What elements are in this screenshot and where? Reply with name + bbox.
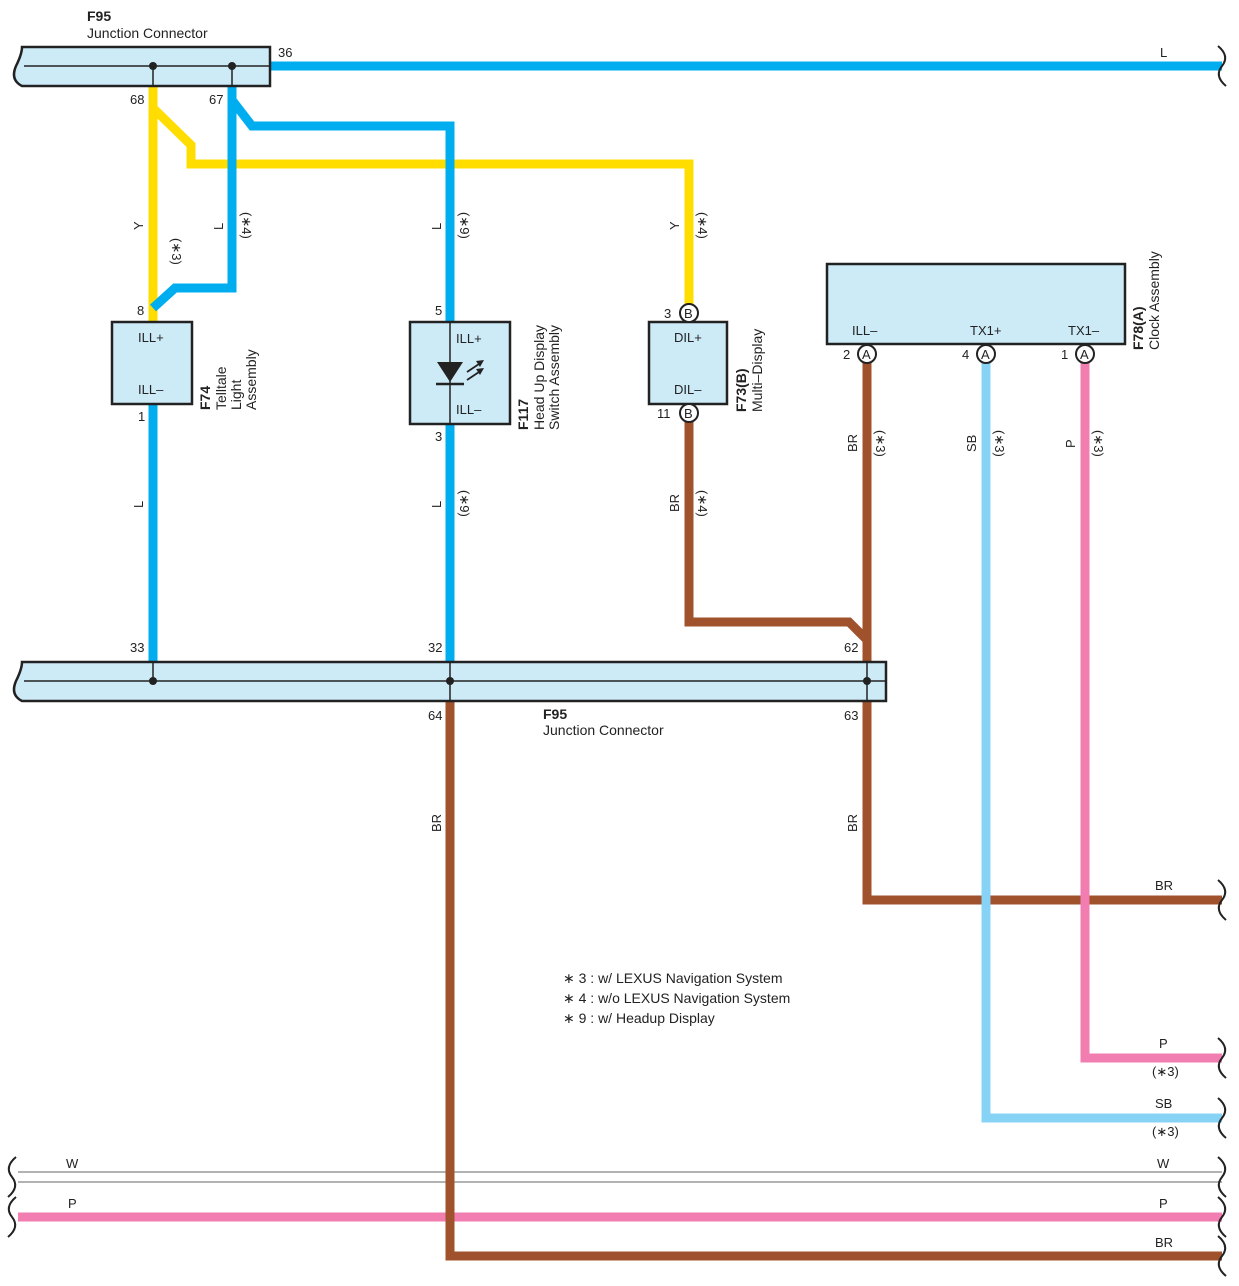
component-f73: DIL+ DIL– B B (647, 303, 729, 423)
f117-name-2: Switch Assembly (546, 325, 562, 430)
wire-l-67-f74 (149, 66, 237, 312)
f74-name-3: Assembly (243, 349, 259, 410)
wirelabel-p-left: P (68, 1196, 77, 1211)
f78-conn-letter-2: A (981, 347, 990, 362)
f117-name-1: Head Up Display (531, 325, 547, 430)
wirelabel-w-right: W (1157, 1156, 1170, 1171)
f74-pin-bottom: ILL– (138, 382, 164, 397)
f73-conn-letter-top: B (684, 306, 693, 321)
note-sb-f78: (∗3) (992, 430, 1007, 457)
wirelabel-l-67: L (211, 223, 226, 230)
pin-4: 4 (962, 347, 969, 362)
note-l-67: (∗4) (239, 212, 254, 239)
pin-11: 11 (657, 406, 671, 421)
pin-67: 67 (209, 92, 223, 107)
top-connector-id: F95 (87, 8, 111, 24)
wirelabel-p-f78: P (1063, 439, 1078, 448)
bottom-connector-name: Junction Connector (543, 722, 664, 738)
wirelabel-p-bottom-right: P (1159, 1196, 1168, 1211)
pin-2: 2 (843, 347, 850, 362)
pin-33: 33 (130, 640, 144, 655)
f73-pin-top: DIL+ (674, 330, 702, 345)
component-f117: ILL+ ILL– (408, 320, 512, 426)
legend: ∗ 3 : w/ LEXUS Navigation System ∗ 4 : w… (563, 970, 790, 1026)
legend-item-2: ∗ 4 : w/o LEXUS Navigation System (563, 990, 790, 1006)
note-br-f73: (∗4) (695, 490, 710, 517)
wirelabel-br-64: BR (429, 814, 444, 832)
wirelabel-br-f78: BR (845, 434, 860, 452)
top-junction-connector (12, 45, 272, 88)
wirelabel-p-right: P (1159, 1036, 1168, 1051)
f74-name-2: Light (228, 380, 244, 410)
f78-pin-tx1minus: TX1– (1068, 323, 1100, 338)
pin-8: 8 (137, 303, 144, 318)
f73-pin-bottom: DIL– (674, 382, 702, 397)
wirelabel-l-f117-bottom: L (429, 501, 444, 508)
note-y-f74: (∗3) (169, 238, 184, 265)
note-p-right: (∗3) (1152, 1064, 1179, 1079)
top-connector-name: Junction Connector (87, 25, 208, 41)
wirelabel-br-bottom: BR (1155, 1235, 1173, 1250)
f73-conn-letter-bottom: B (684, 406, 693, 421)
f78-conn-letter-3: A (1080, 347, 1089, 362)
note-l-f117-bottom: (∗9) (457, 490, 472, 517)
note-sb-right: (∗3) (1152, 1124, 1179, 1139)
f78-pin-tx1plus: TX1+ (970, 323, 1001, 338)
legend-item-1: ∗ 3 : w/ LEXUS Navigation System (563, 970, 782, 986)
wirelabel-l-f74-bottom: L (131, 501, 146, 508)
wire-p-f78 (1080, 362, 1222, 1063)
f74-id: F74 (197, 386, 213, 410)
pin-63: 63 (844, 708, 858, 723)
note-br-f78: (∗3) (873, 430, 888, 457)
led-icon (436, 360, 484, 386)
pin-36: 36 (278, 45, 292, 60)
pin-1: 1 (138, 409, 145, 424)
wirelabel-sb-right: SB (1155, 1096, 1172, 1111)
pin-1-f78: 1 (1061, 347, 1068, 362)
f117-pin-bottom: ILL– (456, 402, 482, 417)
f117-id: F117 (515, 399, 531, 430)
wirelabel-l-top: L (1160, 45, 1167, 60)
f73-name-1: Multi–Display (749, 329, 765, 412)
pin-3-f73: 3 (664, 306, 671, 321)
f78-id: F78(A) (1130, 306, 1146, 350)
note-p-f78: (∗3) (1091, 430, 1106, 457)
pin-64: 64 (428, 708, 442, 723)
pin-5: 5 (435, 303, 442, 318)
wire-br-64 (445, 700, 1222, 1261)
pin-68: 68 (130, 92, 144, 107)
f74-name-1: Telltale (213, 366, 229, 410)
f74-pin-top: ILL+ (138, 330, 164, 345)
wire-l-67-f117 (228, 97, 455, 322)
note-l-f117-top: (∗9) (457, 212, 472, 239)
pin-3-f117: 3 (435, 429, 442, 444)
bottom-junction-connector (12, 660, 888, 703)
pin-32: 32 (428, 640, 442, 655)
f78-name-1: Clock Assembly (1146, 251, 1162, 350)
wire-end-marks (7, 45, 1227, 1277)
wirelabel-w-left: W (66, 1156, 79, 1171)
pin-62: 62 (844, 640, 858, 655)
wirelabel-br-f73: BR (667, 494, 682, 512)
wire-y-branch-f73 (149, 104, 694, 306)
f78-conn-letter-1: A (862, 347, 871, 362)
wire-sb-f78 (981, 362, 1222, 1123)
wirelabel-y-f74: Y (131, 221, 146, 230)
note-y-f73: (∗4) (695, 212, 710, 239)
wire-br-63 (862, 700, 1222, 905)
f73-id: F73(B) (733, 368, 749, 412)
component-f74: ILL+ ILL– (110, 320, 194, 406)
wirelabel-br-63: BR (845, 814, 860, 832)
wirelabel-y-f73: Y (667, 221, 682, 230)
f78-pin-ill: ILL– (852, 323, 878, 338)
wirelabel-br-right: BR (1155, 878, 1173, 893)
f117-pin-top: ILL+ (456, 331, 482, 346)
wirelabel-l-f117-top: L (429, 223, 444, 230)
wire-br-f73-62 (684, 420, 872, 662)
legend-item-3: ∗ 9 : w/ Headup Display (563, 1010, 715, 1026)
component-f78: ILL– TX1+ TX1– A A A (825, 262, 1127, 364)
wirelabel-sb-f78: SB (964, 435, 979, 452)
bottom-connector-id: F95 (543, 706, 567, 722)
